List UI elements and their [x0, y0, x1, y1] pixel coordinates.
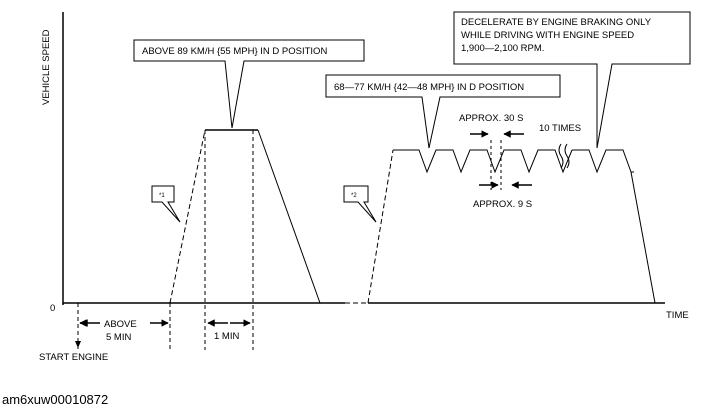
- approx-30s-indicator: APPROX. 30 S: [459, 113, 524, 138]
- svg-text:ABOVE: ABOVE: [104, 319, 137, 330]
- svg-text:1 MIN: 1 MIN: [214, 331, 239, 342]
- svg-text:1,900—2,100 RPM.: 1,900—2,100 RPM.: [461, 43, 544, 54]
- svg-text:68—77 KM/H {42—48 MPH} IN D PO: 68—77 KM/H {42—48 MPH} IN D POSITION: [334, 82, 524, 93]
- ten-times-label: 10 TIMES: [539, 123, 581, 134]
- callout-stage2: 68—77 KM/H {42—48 MPH} IN D POSITION: [325, 74, 561, 149]
- callout-deceleration: DECELERATE BY ENGINE BRAKING ONLY WHILE …: [453, 11, 691, 149]
- origin-label: 0: [50, 303, 55, 314]
- figure-caption: am6xuw00010872: [2, 392, 109, 407]
- break-mark: [558, 143, 564, 169]
- svg-text:APPROX. 9 S: APPROX. 9 S: [473, 199, 532, 210]
- above-5min-indicator: ABOVE 5 MIN: [79, 319, 169, 343]
- svg-text:ABOVE 89 KM/H {55 MPH} IN D PO: ABOVE 89 KM/H {55 MPH} IN D POSITION: [142, 46, 327, 57]
- note-badge-2: *2: [343, 185, 377, 223]
- callout-stage1: ABOVE 89 KM/H {55 MPH} IN D POSITION: [133, 39, 365, 129]
- one-min-indicator: 1 MIN: [207, 319, 251, 342]
- svg-text:WHILE DRIVING WITH ENGINE SPEE: WHILE DRIVING WITH ENGINE SPEED: [461, 30, 634, 41]
- y-axis-label: VEHICLE SPEED: [41, 29, 52, 105]
- start-engine-marker: START ENGINE: [39, 341, 108, 363]
- svg-text:5 MIN: 5 MIN: [106, 332, 131, 343]
- approx-9s-indicator: APPROX. 9 S: [473, 181, 532, 210]
- note-badge-1: *1: [151, 185, 181, 223]
- svg-text:START ENGINE: START ENGINE: [39, 352, 108, 363]
- svg-text:*2: *2: [351, 193, 357, 199]
- svg-text:APPROX. 30 S: APPROX. 30 S: [459, 113, 523, 124]
- stage2-profile: [367, 140, 656, 304]
- x-axis-label: TIME: [666, 310, 689, 321]
- stage1-profile: [169, 129, 345, 350]
- svg-text:DECELERATE BY ENGINE BRAKING O: DECELERATE BY ENGINE BRAKING ONLY: [461, 17, 652, 28]
- svg-text:*1: *1: [159, 193, 165, 199]
